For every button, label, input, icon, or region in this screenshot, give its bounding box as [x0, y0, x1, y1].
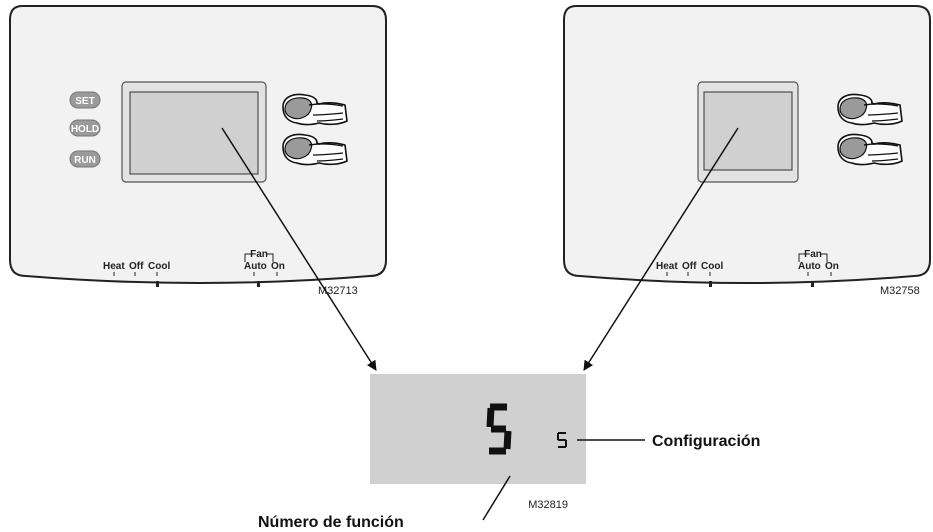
right-zoom-arrow: [583, 127, 739, 371]
right-thermostat: Heat Off Cool Fan Auto On M32758: [563, 5, 931, 297]
right-heat-label: Heat: [656, 261, 678, 272]
enlarged-display: M32819: [370, 374, 586, 511]
function-number-callout-label: Número de función: [258, 514, 404, 531]
left-on-label: On: [271, 261, 285, 272]
right-cool-label: Cool: [701, 261, 723, 272]
run-button[interactable]: RUN: [69, 150, 101, 168]
setting-callout-label: Configuración: [652, 433, 760, 450]
setting-value-digit: [557, 432, 567, 448]
left-thermostat: SET HOLD RUN Heat Off Cool Fan Auto On M…: [9, 5, 387, 297]
display-model-code: M32819: [528, 499, 568, 511]
right-model-code: M32758: [880, 285, 920, 297]
set-button[interactable]: SET: [69, 91, 101, 109]
set-button-label: SET: [75, 96, 94, 107]
enlarged-display-screen: [370, 374, 586, 484]
left-thermostat-screen: [129, 91, 259, 175]
left-off-label: Off: [129, 261, 144, 272]
right-thermostat-screen: [703, 91, 793, 171]
right-auto-label: Auto: [798, 261, 821, 272]
right-fan-label: Fan: [804, 249, 822, 260]
left-model-code: M32713: [318, 285, 358, 297]
left-heat-label: Heat: [103, 261, 125, 272]
right-fan-switch-tab[interactable]: [811, 281, 814, 287]
left-fan-switch-tab[interactable]: [257, 281, 260, 287]
right-off-label: Off: [682, 261, 697, 272]
function-number-callout-line: [482, 475, 511, 521]
right-on-label: On: [825, 261, 839, 272]
left-cool-label: Cool: [148, 261, 170, 272]
function-number-digit: [486, 403, 512, 455]
hold-button-label: HOLD: [71, 124, 99, 135]
left-fan-label: Fan: [250, 249, 268, 260]
run-button-label: RUN: [74, 155, 96, 166]
left-system-switch-tab[interactable]: [156, 281, 159, 287]
right-system-switch-tab[interactable]: [709, 281, 712, 287]
left-zoom-arrow: [221, 127, 377, 371]
hold-button[interactable]: HOLD: [69, 119, 101, 137]
left-auto-label: Auto: [244, 261, 267, 272]
